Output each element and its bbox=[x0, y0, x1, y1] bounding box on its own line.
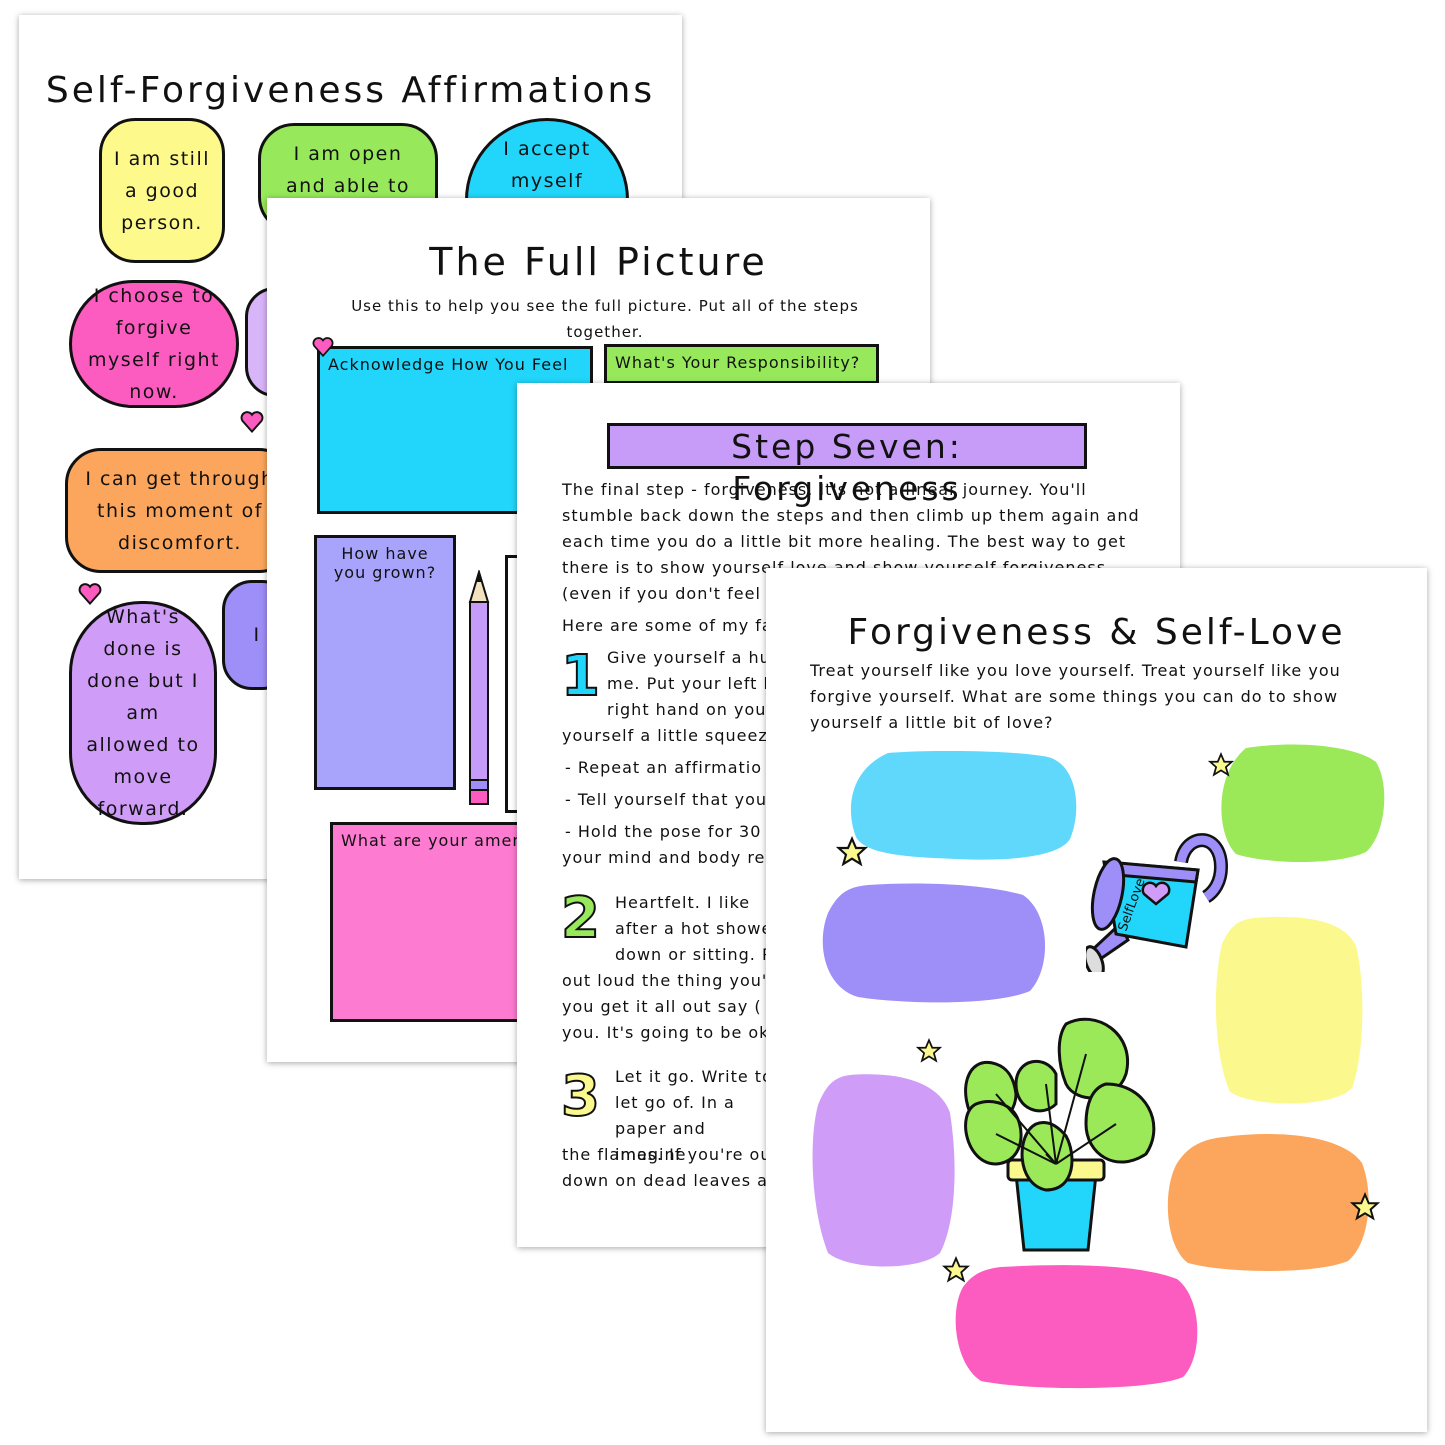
affirmation-bubble: I am still a good person. bbox=[99, 118, 225, 263]
page-subtitle: Use this to help you see the full pictur… bbox=[351, 297, 859, 341]
affirmation-bubble: What's done is done but I am allowed to … bbox=[69, 601, 217, 825]
page-title: Step Seven: Forgiveness bbox=[607, 423, 1087, 508]
blank-blob-pink bbox=[955, 1265, 1198, 1389]
lead-text: Here are some of my fa bbox=[562, 616, 773, 635]
page-title: Self-Forgiveness Affirmations bbox=[45, 70, 656, 111]
blank-blob-green bbox=[1221, 744, 1385, 862]
affirmation-bubble: I choose to forgive myself right now. bbox=[69, 280, 239, 408]
star-icon bbox=[1350, 1192, 1380, 1221]
step-2-line: you. It's going to be ok bbox=[562, 1023, 770, 1042]
intro-paragraph: Treat yourself like you love yourself. T… bbox=[810, 661, 1341, 732]
heart-icon bbox=[240, 411, 264, 434]
plant-icon bbox=[964, 1017, 1156, 1252]
star-icon bbox=[1208, 752, 1234, 777]
bullet-3: - Hold the pose for 30 bbox=[565, 822, 762, 841]
step-number-2: 2 bbox=[560, 886, 601, 951]
heart-icon bbox=[78, 583, 102, 606]
how-grown-box: How have you grown? bbox=[314, 535, 456, 790]
step-3-line: down on dead leaves an bbox=[562, 1171, 780, 1190]
blank-blob-blue bbox=[851, 751, 1077, 860]
step-3-text: Let it go. Write to let go of. In a pape… bbox=[615, 1067, 773, 1164]
step-number-1: 1 bbox=[560, 644, 601, 709]
step-2-line: you get it all out say ( bbox=[562, 997, 762, 1016]
affirmation-bubble: I can get through this moment of discomf… bbox=[65, 448, 295, 573]
step-2-text: Heartfelt. I like after a hot showe down… bbox=[615, 893, 773, 964]
star-icon bbox=[942, 1256, 970, 1283]
amends-box: What are your amen bbox=[330, 822, 530, 1022]
step-1-continued: yourself a little squeeze bbox=[562, 726, 779, 745]
responsibility-box: What's Your Responsibility? bbox=[604, 344, 879, 384]
watering-can-icon: SelfLove bbox=[1086, 833, 1229, 972]
step-1-text: Give yourself a hu me. Put your left h r… bbox=[607, 648, 775, 719]
heart-icon bbox=[312, 337, 334, 358]
star-icon bbox=[836, 836, 868, 867]
step-3-line: the flames. If you're ou bbox=[562, 1145, 772, 1164]
intro-paragraph: The final step - forgiveness. It's not a… bbox=[562, 480, 1140, 603]
blank-blob-orange bbox=[1167, 1134, 1369, 1271]
step-2-line: out loud the thing you'r bbox=[562, 971, 775, 990]
step-number-3: 3 bbox=[560, 1064, 601, 1129]
blank-blob-yellow bbox=[1215, 916, 1363, 1104]
blank-blob-purple bbox=[822, 883, 1046, 1003]
page-forgiveness-self-love: Forgiveness & Self-Love Treat yourself l… bbox=[766, 568, 1427, 1432]
page-title: Forgiveness & Self-Love bbox=[847, 612, 1346, 653]
blank-blob-lilac bbox=[812, 1074, 955, 1267]
page-title: The Full Picture bbox=[429, 240, 768, 284]
bullets-continued: your mind and body rela bbox=[562, 848, 782, 867]
pencil-icon bbox=[468, 570, 490, 805]
bullet-1: - Repeat an affirmatio bbox=[565, 758, 763, 777]
bullet-2: - Tell yourself that you bbox=[565, 790, 768, 809]
star-icon bbox=[916, 1038, 942, 1063]
